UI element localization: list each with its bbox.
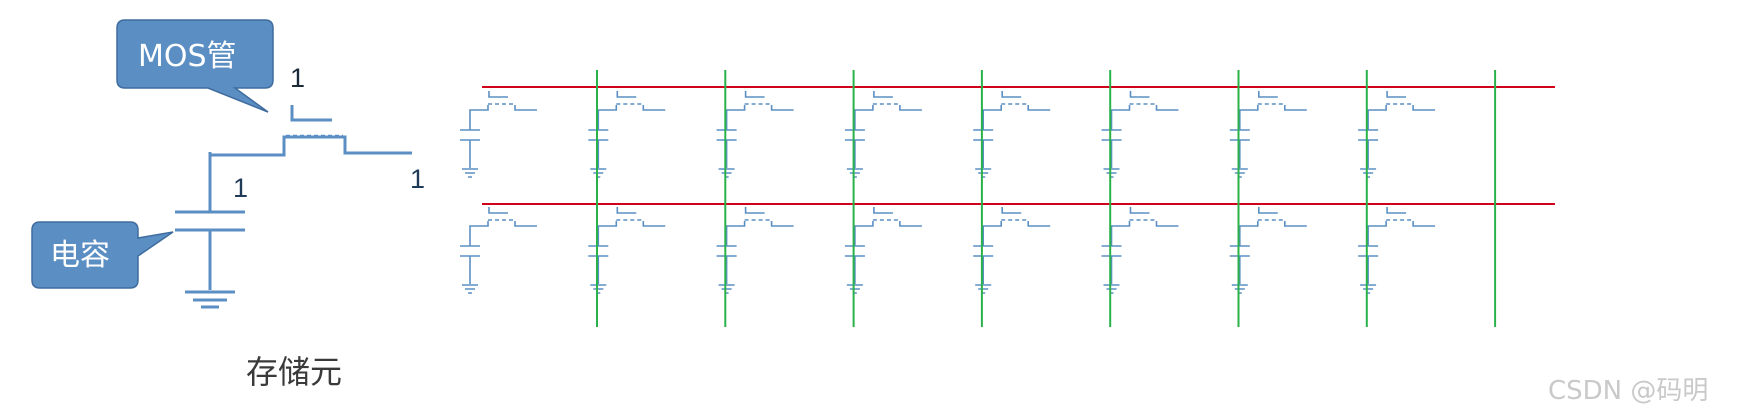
cell-wires xyxy=(588,221,666,284)
cell-ground xyxy=(1360,284,1377,294)
cell-gate xyxy=(873,91,893,98)
memory-cell xyxy=(844,91,922,178)
capacitor-callout: 电容 xyxy=(31,221,174,289)
cell-ground xyxy=(1103,284,1120,294)
cell-ground xyxy=(1231,168,1248,178)
cell-wires xyxy=(973,105,1051,168)
memory-cell xyxy=(1229,91,1307,178)
cell-wires xyxy=(844,105,922,168)
cell-gate xyxy=(744,91,765,98)
cell-gate xyxy=(1258,207,1278,214)
cell-wires xyxy=(1229,105,1307,168)
mos-gate xyxy=(290,105,332,122)
cell-ground xyxy=(590,168,607,178)
cell-ground xyxy=(975,284,992,294)
cell-wires xyxy=(460,105,537,168)
bit-line-label: 1 xyxy=(410,164,425,194)
cell-ground xyxy=(590,284,607,294)
cell-wires xyxy=(1358,221,1436,284)
memory-cell xyxy=(1101,207,1179,294)
cell-gate xyxy=(1001,207,1022,214)
memory-cell xyxy=(1358,91,1436,178)
cell-wires xyxy=(973,221,1051,284)
cell-wires xyxy=(588,105,666,168)
cell-wires xyxy=(1229,221,1307,284)
memory-cell xyxy=(1358,207,1436,294)
cell-gate xyxy=(616,91,637,98)
cell-ground xyxy=(846,168,863,178)
cell-gate xyxy=(488,207,508,214)
memory-cell xyxy=(460,207,537,294)
memory-cell xyxy=(588,91,666,178)
memory-cell-array xyxy=(460,91,1436,294)
capacitor-node-label: 1 xyxy=(233,173,248,203)
memory-cell xyxy=(460,91,537,178)
cell-gate xyxy=(488,91,508,98)
storage-cell-detail: 1 1 1 MOS管 电容 存储元 xyxy=(31,19,425,391)
cell-wires xyxy=(1358,105,1436,168)
ground-symbol xyxy=(185,290,235,309)
cell-wires xyxy=(716,221,794,284)
capacitor-callout-text: 电容 xyxy=(50,238,110,273)
cell-ground xyxy=(1360,168,1377,178)
cell-gate xyxy=(1386,91,1407,98)
cell-wires xyxy=(716,105,794,168)
cell-wires xyxy=(1101,221,1179,284)
cell-ground xyxy=(718,168,735,178)
cell-gate xyxy=(1001,91,1022,98)
memory-cell xyxy=(588,207,666,294)
memory-cell xyxy=(973,207,1051,294)
cell-ground xyxy=(462,284,478,294)
cell-ground xyxy=(975,168,992,178)
cell-ground xyxy=(846,284,863,294)
mos-callout-text: MOS管 xyxy=(138,39,237,74)
memory-cell xyxy=(716,207,794,294)
cell-gate xyxy=(873,207,893,214)
cell-wires xyxy=(460,221,537,284)
cell-gate xyxy=(744,207,765,214)
memory-cell xyxy=(1101,91,1179,178)
memory-cell xyxy=(1229,207,1307,294)
gate-label: 1 xyxy=(290,63,305,93)
cell-gate xyxy=(1386,207,1407,214)
cell-wires xyxy=(1101,105,1179,168)
memory-cell xyxy=(973,91,1051,178)
cell-ground xyxy=(718,284,735,294)
capacitor xyxy=(175,210,245,290)
cell-ground xyxy=(1231,284,1248,294)
cell-gate xyxy=(616,207,637,214)
watermark: CSDN @码明 xyxy=(1548,376,1708,406)
cell-ground xyxy=(1103,168,1120,178)
cell-gate xyxy=(1129,207,1150,214)
array-lines xyxy=(482,70,1555,327)
cell-wires xyxy=(844,221,922,284)
memory-cell xyxy=(844,207,922,294)
memory-cell xyxy=(716,91,794,178)
cell-ground xyxy=(462,168,478,178)
storage-cell-caption: 存储元 xyxy=(246,353,342,391)
cell-gate xyxy=(1258,91,1278,98)
mos-callout: MOS管 xyxy=(116,19,274,113)
cell-gate xyxy=(1129,91,1150,98)
